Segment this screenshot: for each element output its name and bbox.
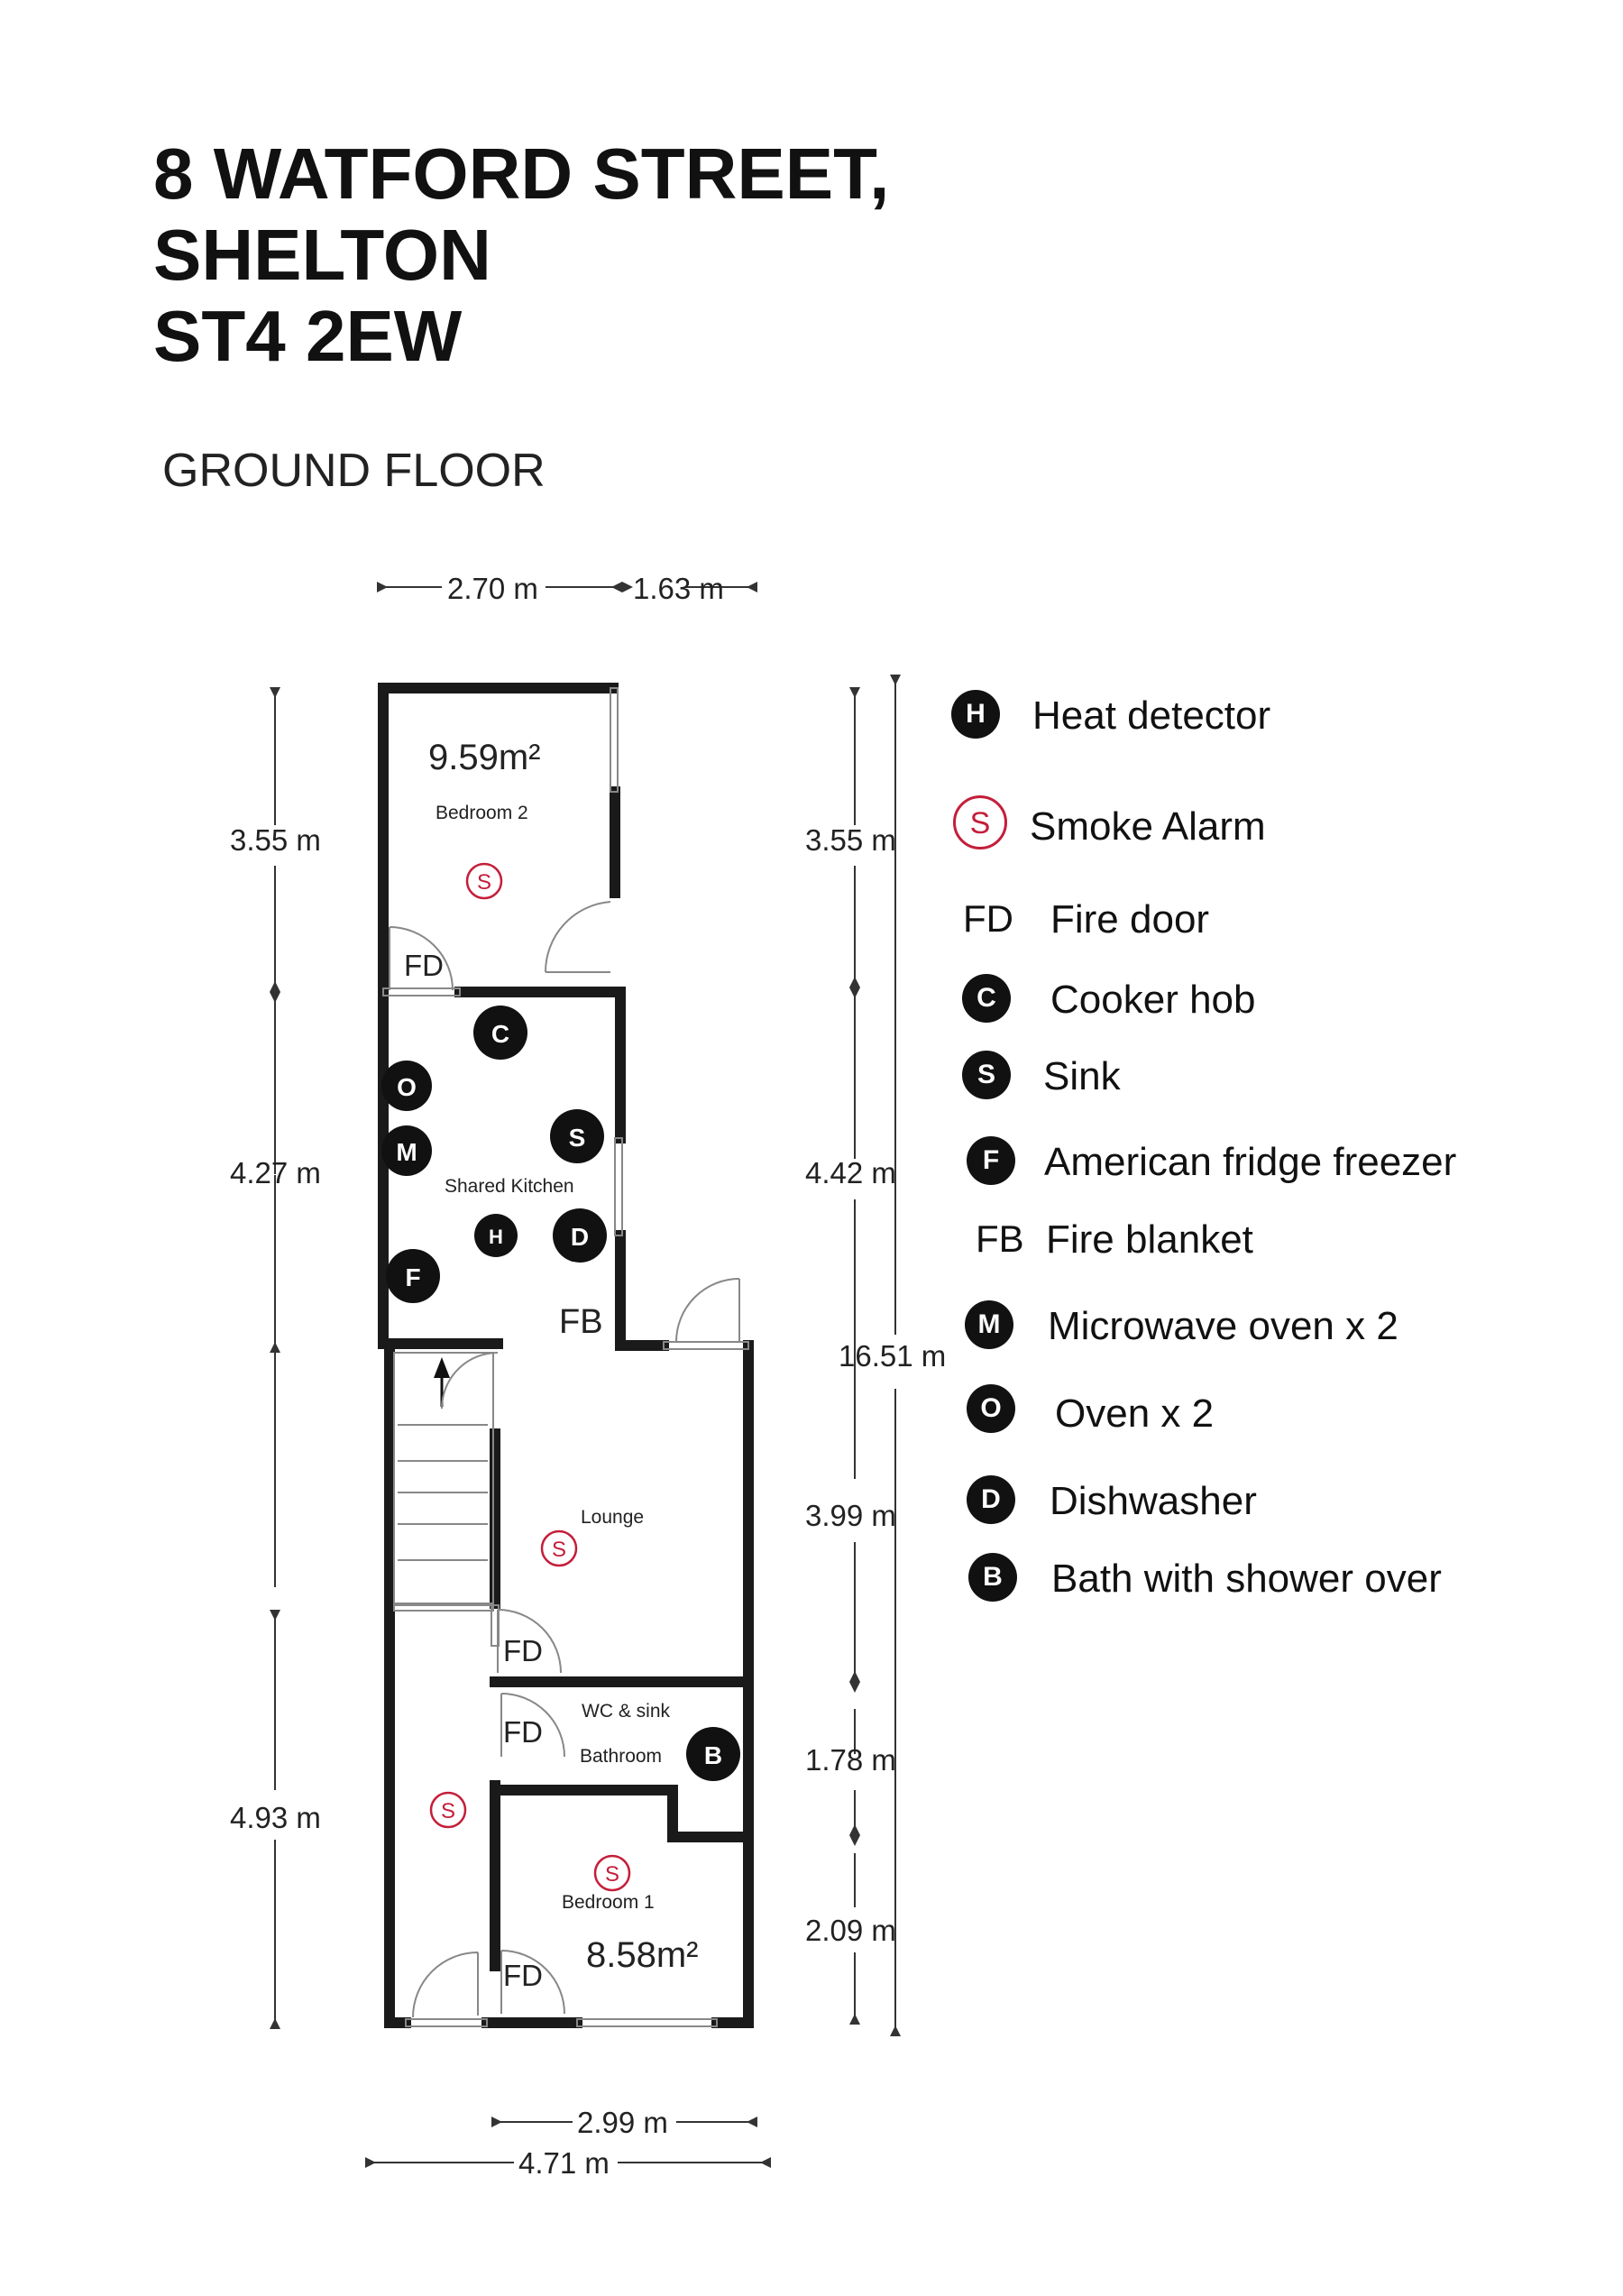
heat-detector-icon: H — [951, 690, 1000, 739]
bath-marker: B — [686, 1727, 740, 1781]
legend-label-oven: Oven x 2 — [1055, 1391, 1215, 1436]
smoke-alarm-bedroom1: S — [593, 1854, 631, 1892]
legend-label-fridge: American fridge freezer — [1044, 1140, 1457, 1184]
heat-detector-marker-label: H — [489, 1226, 503, 1248]
dim-total-length: 16.51 m — [839, 1339, 946, 1373]
smoke-alarm-lounge: S — [540, 1529, 578, 1567]
oven-marker-label: O — [397, 1073, 417, 1101]
fridge-freezer-icon: F — [967, 1136, 1015, 1185]
dim-top-right: 1.63 m — [633, 572, 724, 605]
address-line-3: ST4 2EW — [153, 296, 463, 376]
fire-door-lounge: FD — [503, 1634, 543, 1667]
legend-label-smoke: Smoke Alarm — [1030, 804, 1266, 849]
sink-marker-label: S — [569, 1124, 586, 1152]
fire-door-abbr: FD — [963, 897, 1013, 940]
smoke-alarm-bedroom2-label: S — [477, 870, 491, 895]
fridge-freezer-marker: F — [386, 1249, 440, 1303]
dimension-ticks — [270, 582, 901, 2168]
fire-door-bedroom2: FD — [404, 949, 444, 982]
sink-marker: S — [550, 1109, 604, 1163]
dim-right-kitchen: 4.42 m — [805, 1156, 896, 1189]
heat-detector-marker: H — [474, 1214, 518, 1257]
microwave-icon: M — [965, 1300, 1013, 1349]
microwave-marker-label: M — [396, 1138, 417, 1166]
bath-marker-label: B — [704, 1741, 722, 1769]
fridge-freezer-marker-label: F — [405, 1263, 420, 1291]
smoke-alarm-hall: S — [429, 1791, 467, 1829]
bedroom2-area: 9.59m² — [428, 738, 541, 777]
dim-right-lounge: 3.99 m — [805, 1499, 896, 1532]
dishwasher-icon: D — [967, 1475, 1015, 1524]
cooker-hob-icon: C — [962, 974, 1011, 1023]
cooker-hob-marker: C — [473, 1006, 527, 1060]
smoke-alarm-bedroom1-label: S — [605, 1862, 619, 1887]
cooker-hob-marker-label: C — [491, 1020, 509, 1048]
floor-label: GROUND FLOOR — [162, 445, 546, 497]
legend-label-dishwasher: Dishwasher — [1050, 1479, 1257, 1523]
legend-label-cooker: Cooker hob — [1050, 978, 1256, 1022]
kitchen-name: Shared Kitchen — [445, 1176, 574, 1197]
property-address: 8 WATFORD STREET, SHELTON ST4 2EW — [153, 133, 889, 377]
dim-bottom-inner: 2.99 m — [577, 2106, 668, 2139]
legend-label-fire-door: Fire door — [1050, 897, 1210, 941]
address-line-1: 8 WATFORD STREET, — [153, 133, 890, 214]
fire-blanket-abbr: FB — [976, 1217, 1024, 1260]
dim-right-bedroom2: 3.55 m — [805, 823, 896, 857]
bedroom1-area: 8.58m² — [586, 1935, 699, 1975]
thin-walls — [382, 687, 749, 2027]
fire-blanket-marker: FB — [559, 1303, 603, 1341]
oven-icon: O — [967, 1384, 1015, 1433]
bedroom2-name: Bedroom 2 — [436, 803, 528, 823]
smoke-alarm-icon: S — [953, 795, 1007, 850]
address-line-2: SHELTON — [153, 215, 491, 295]
dim-left-kitchen: 4.27 m — [230, 1156, 321, 1189]
bath-icon: B — [968, 1553, 1017, 1602]
sink-icon: S — [962, 1051, 1011, 1099]
walls — [378, 683, 754, 2028]
smoke-alarm-bedroom2: S — [465, 862, 503, 900]
dishwasher-marker-label: D — [571, 1223, 589, 1251]
dim-left-hall: 4.93 m — [230, 1801, 321, 1834]
wc-name: WC & sink — [582, 1701, 671, 1722]
dim-top-left: 2.70 m — [447, 572, 538, 605]
smoke-alarm-hall-label: S — [441, 1799, 455, 1823]
microwave-marker: M — [381, 1125, 432, 1176]
door-swings — [389, 901, 740, 2018]
dim-left-bedroom2: 3.55 m — [230, 823, 321, 857]
dimension-lines — [274, 586, 896, 2163]
oven-marker: O — [381, 1061, 432, 1111]
dishwasher-marker: D — [553, 1208, 607, 1263]
legend-label-sink: Sink — [1043, 1054, 1121, 1098]
smoke-alarm-lounge-label: S — [552, 1538, 566, 1562]
fire-door-bathroom: FD — [503, 1715, 543, 1749]
lounge-name: Lounge — [581, 1507, 644, 1528]
legend-label-bath: Bath with shower over — [1051, 1557, 1442, 1601]
dim-right-bedroom1: 2.09 m — [805, 1914, 896, 1947]
dim-right-bathroom: 1.78 m — [805, 1743, 896, 1777]
legend-label-fire-blanket: Fire blanket — [1046, 1217, 1253, 1262]
legend-label-microwave: Microwave oven x 2 — [1048, 1304, 1398, 1348]
dim-bottom-total: 4.71 m — [518, 2146, 610, 2180]
bathroom-name: Bathroom — [580, 1746, 662, 1767]
fire-door-bedroom1: FD — [503, 1959, 543, 1992]
bedroom1-name: Bedroom 1 — [562, 1892, 655, 1913]
legend-label-heat: Heat detector — [1032, 693, 1271, 738]
